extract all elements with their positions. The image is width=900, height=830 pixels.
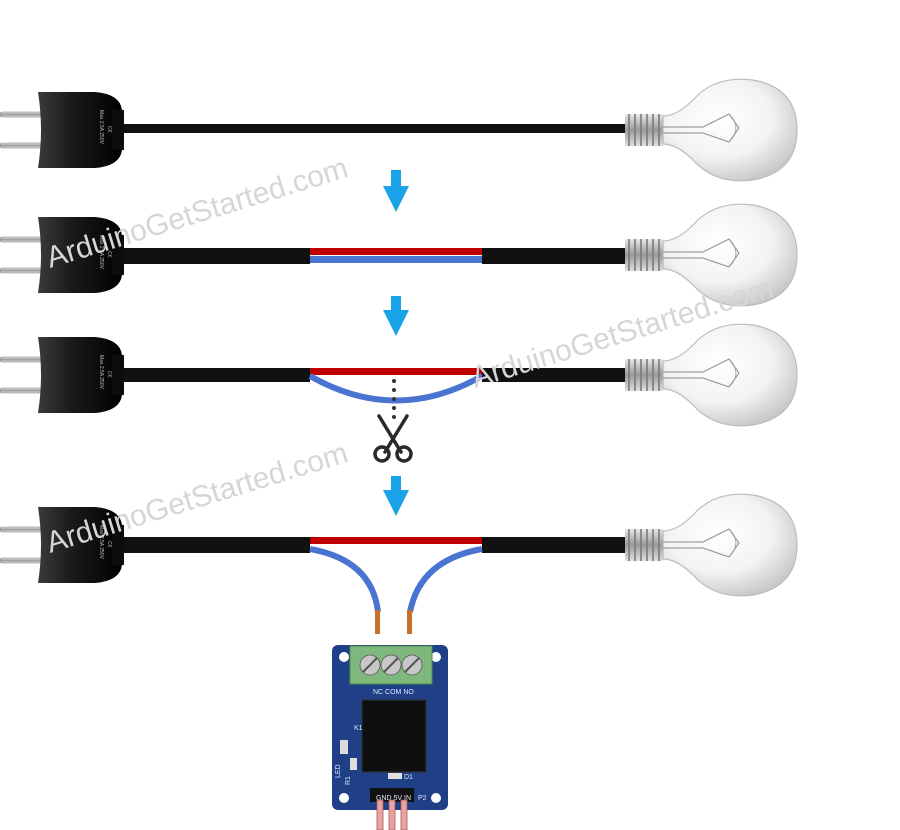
relay-label-k1: K1 <box>354 725 363 732</box>
header-pin <box>400 799 408 830</box>
neutral-wire <box>308 373 484 404</box>
plug-icon <box>0 91 125 169</box>
cut-line <box>392 379 396 419</box>
row-4-lamp-circuit: C€ Max 2.5A 250V <box>0 493 798 634</box>
live-wire <box>310 537 482 544</box>
plug-rating: Max 2.5A 250V <box>98 525 104 560</box>
down-arrow-icon <box>383 296 409 336</box>
power-cable <box>115 368 310 382</box>
copper-tip <box>375 610 380 634</box>
live-wire <box>310 368 482 375</box>
plug-rating: Max 2.5A 250V <box>98 110 104 145</box>
power-cable <box>115 537 310 553</box>
copper-tip <box>407 610 412 634</box>
pin-labels: GND 5V IN <box>376 795 411 802</box>
power-cable <box>482 537 630 553</box>
light-bulb-icon <box>624 493 798 597</box>
power-cable <box>482 248 630 264</box>
down-arrow-icon <box>383 476 409 516</box>
relay-component <box>361 699 427 773</box>
plug-icon <box>0 336 125 414</box>
ce-mark: C€ <box>106 126 112 133</box>
neutral-wire-right <box>407 546 483 613</box>
relay-label-p2: P2 <box>418 795 427 802</box>
relay-label-r1: R1 <box>345 776 352 785</box>
pin-header <box>370 788 414 802</box>
neutral-wire <box>310 256 482 263</box>
row-3-lamp-circuit: C€ Max 2.5A 250V <box>0 323 798 427</box>
header-pin <box>388 799 396 830</box>
ce-mark: C€ <box>106 251 112 258</box>
light-bulb-icon <box>624 78 798 182</box>
header-pin <box>376 799 384 830</box>
row-1-lamp-circuit: C€ Max 2.5A 250V <box>0 78 798 182</box>
relay-label-d1: D1 <box>404 774 413 781</box>
row-2-lamp-circuit: C€ Max 2.5A 250V <box>0 203 798 307</box>
live-wire <box>310 248 482 255</box>
plug-rating: Max 2.5A 250V <box>98 235 104 270</box>
relay-module: NC COM NO K1 LED R1 D1 GND 5V IN P2 <box>332 645 448 830</box>
power-cable <box>482 368 630 382</box>
relay-label-led: LED <box>335 764 342 778</box>
power-cable <box>115 248 310 264</box>
terminal-labels: NC COM NO <box>373 689 414 696</box>
plug-rating: Max 2.5A 250V <box>98 355 104 390</box>
ce-mark: C€ <box>106 371 112 378</box>
down-arrow-icon <box>383 170 409 212</box>
power-cable <box>115 124 630 133</box>
ce-mark: C€ <box>106 541 112 548</box>
neutral-wire-left <box>309 546 381 613</box>
scissors-icon <box>373 414 413 463</box>
